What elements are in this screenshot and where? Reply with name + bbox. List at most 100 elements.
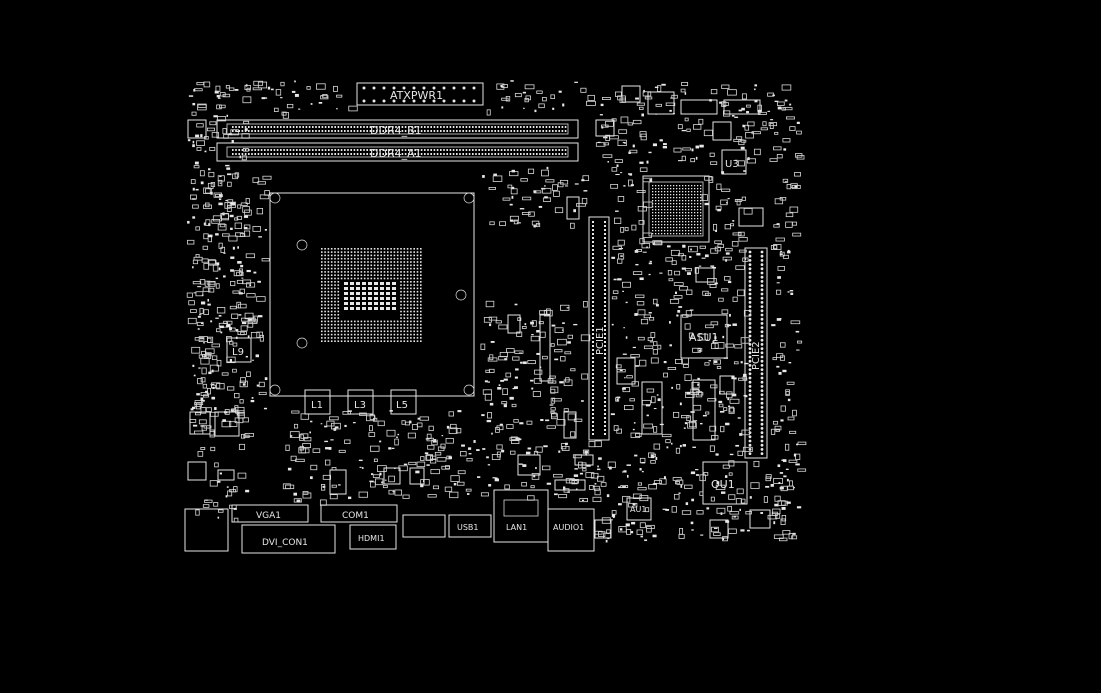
smd-footprint bbox=[495, 320, 502, 324]
hdmi-connector[interactable]: HDMI1 bbox=[349, 524, 397, 550]
smd-footprint bbox=[521, 482, 527, 487]
smd-footprint bbox=[668, 278, 674, 282]
bga-ball bbox=[676, 233, 678, 235]
dimm-pin bbox=[520, 149, 522, 151]
lga-pad bbox=[363, 261, 366, 263]
chipset-bga[interactable] bbox=[642, 175, 710, 243]
lan-connector[interactable]: LAN1 bbox=[493, 489, 549, 543]
pcie-pin bbox=[604, 309, 606, 311]
lga-pad bbox=[373, 271, 376, 273]
smd-pad bbox=[783, 475, 787, 478]
smd-pad bbox=[253, 271, 257, 274]
lga-pad bbox=[354, 333, 356, 336]
smd-footprint bbox=[773, 244, 782, 250]
inductor-l1[interactable]: L1 bbox=[304, 389, 331, 415]
dimm-pin bbox=[286, 130, 288, 132]
lga-pad bbox=[327, 251, 330, 253]
audio-connector[interactable]: AUDIO1 bbox=[547, 508, 595, 552]
pcie-pin bbox=[604, 397, 606, 399]
smd-pad bbox=[622, 353, 627, 355]
smd-footprint bbox=[610, 183, 619, 189]
dimm-pin bbox=[235, 149, 237, 151]
bga-ball bbox=[652, 209, 654, 211]
smd-pad bbox=[597, 141, 601, 144]
smd-footprint bbox=[694, 267, 700, 274]
smd-footprint bbox=[204, 499, 213, 503]
dimm-pin bbox=[340, 153, 343, 155]
usb-connector-b[interactable]: USB1 bbox=[448, 514, 492, 538]
smd-pad bbox=[504, 358, 507, 361]
pcie-slot-2[interactable]: PCIE2 bbox=[744, 247, 768, 459]
component-outline bbox=[616, 357, 636, 385]
smd-footprint bbox=[710, 384, 718, 389]
bga-ball bbox=[697, 206, 699, 208]
smd-pad bbox=[263, 407, 268, 410]
pcie-pin bbox=[592, 341, 594, 343]
smd-footprint bbox=[199, 307, 204, 314]
lga-pad bbox=[354, 274, 356, 276]
dimm-pin bbox=[456, 149, 458, 151]
usb-connector-a[interactable] bbox=[402, 514, 446, 538]
cpu-socket[interactable] bbox=[269, 192, 475, 397]
pcie-pin bbox=[592, 237, 594, 239]
smd-footprint bbox=[212, 215, 223, 222]
inductor-l5[interactable]: L5 bbox=[390, 389, 417, 415]
chip-ou1[interactable]: OU1 bbox=[702, 461, 748, 505]
lga-pad bbox=[410, 307, 412, 309]
dimm-pin bbox=[462, 149, 464, 151]
dimm-pin bbox=[337, 149, 340, 151]
bga-ball bbox=[694, 227, 696, 229]
lga-pad bbox=[413, 333, 415, 336]
chip-asu1[interactable]: ASU1 bbox=[680, 314, 728, 359]
smd-footprint bbox=[590, 472, 599, 479]
atx-power-connector[interactable]: ATXPWR1 bbox=[356, 82, 484, 106]
pcie-pin bbox=[748, 330, 752, 334]
lga-pad bbox=[403, 267, 406, 270]
smd-pad bbox=[544, 185, 546, 187]
smd-footprint bbox=[282, 112, 289, 119]
lga-pad bbox=[327, 297, 330, 300]
smd-pad bbox=[527, 447, 532, 450]
smd-footprint bbox=[373, 417, 378, 422]
lga-pad bbox=[327, 277, 330, 280]
ddr4-slot-a1[interactable]: DDR4_A1 bbox=[216, 142, 579, 162]
lga-pad bbox=[334, 248, 336, 250]
chip-u3[interactable]: U3 bbox=[721, 149, 747, 175]
pcie-pin bbox=[604, 409, 606, 411]
vga-connector[interactable]: VGA1 bbox=[231, 504, 309, 523]
pcie-slot-1[interactable]: PCIE1 bbox=[588, 216, 610, 441]
bga-ball bbox=[694, 212, 696, 214]
dimm-pin bbox=[398, 149, 400, 151]
smd-pad bbox=[193, 374, 196, 377]
smd-footprint bbox=[223, 134, 229, 139]
bga-ball bbox=[694, 200, 696, 202]
inductor-l3[interactable]: L3 bbox=[347, 389, 374, 415]
pcie-pin bbox=[748, 372, 752, 376]
smd-pad bbox=[742, 125, 745, 128]
ddr4-slot-b1[interactable]: DDR4_B1 bbox=[216, 119, 579, 139]
smd-footprint bbox=[536, 90, 543, 94]
lga-pad bbox=[340, 330, 343, 333]
pcie-pin bbox=[592, 241, 594, 243]
ps2-connector[interactable] bbox=[184, 508, 229, 552]
pcie-pin bbox=[604, 281, 606, 283]
lga-pad bbox=[410, 297, 412, 300]
com-connector[interactable]: COM1 bbox=[320, 504, 398, 523]
smd-pad bbox=[726, 202, 728, 204]
lga-pad bbox=[410, 340, 412, 342]
bga-ball bbox=[667, 212, 669, 214]
smd-footprint bbox=[650, 460, 656, 464]
inductor-l9[interactable]: L9 bbox=[226, 337, 252, 363]
smd-footprint bbox=[194, 402, 204, 406]
dimm-pin bbox=[436, 130, 439, 132]
bga-ball bbox=[697, 200, 699, 202]
smd-footprint bbox=[723, 407, 728, 411]
pcie-pin bbox=[748, 280, 752, 283]
dvi-connector[interactable]: DVI_CON1 bbox=[241, 524, 336, 554]
smd-footprint bbox=[220, 213, 229, 220]
smd-footprint bbox=[678, 533, 685, 539]
cpu-cap-pad bbox=[380, 292, 384, 295]
chip-au1[interactable]: AU1 bbox=[626, 497, 652, 521]
smd-pad bbox=[424, 452, 429, 455]
lga-pad bbox=[390, 267, 392, 270]
